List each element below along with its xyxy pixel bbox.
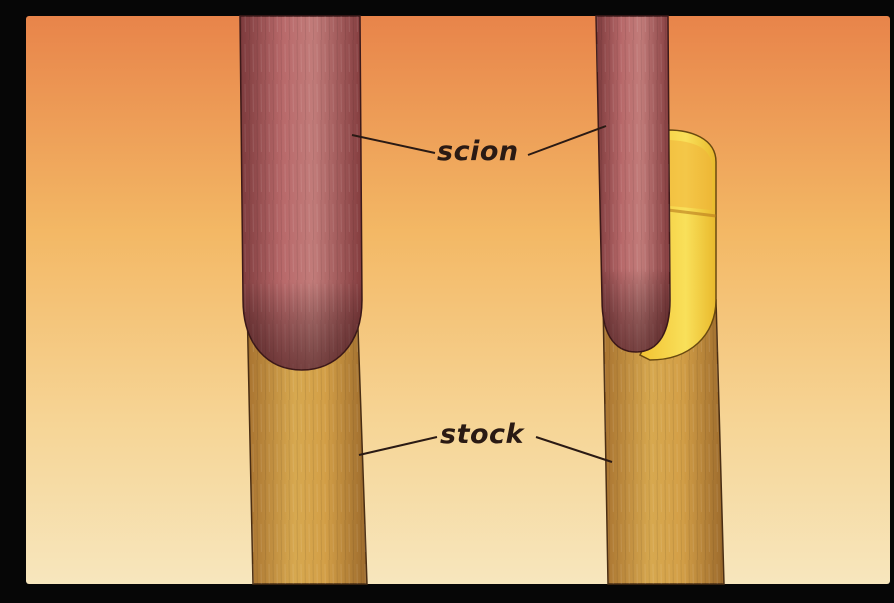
right-scion-shade [596,16,670,352]
label-stock: stock [440,419,526,450]
left-scion-shade [240,16,362,370]
background-panel [26,16,890,584]
grafted-stem-left [240,16,367,584]
label-scion: scion [437,136,519,167]
